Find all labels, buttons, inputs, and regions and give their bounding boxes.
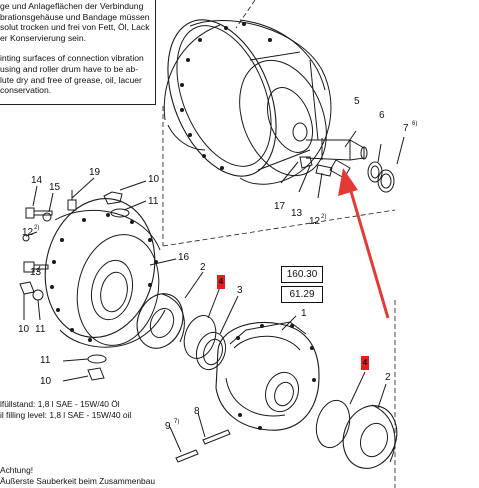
part-label-3[interactable]: 3 — [237, 285, 243, 296]
reference-box-160-30[interactable]: 160.30 — [281, 266, 323, 283]
part-label-11[interactable]: 11 — [35, 324, 46, 335]
part-label-13[interactable]: 13 — [291, 208, 303, 219]
ring-part-6 — [367, 161, 383, 183]
ring-part-3 — [195, 331, 227, 371]
warning-title: Achtung! — [0, 465, 34, 475]
housing-cover-part-1 — [215, 321, 320, 431]
part-label-2[interactable]: 2 — [385, 372, 391, 383]
ring-part-7 — [377, 169, 395, 193]
bearing-part-2-right — [342, 404, 398, 469]
flange-housing-left — [44, 198, 166, 348]
circlip-part-4-right — [315, 399, 351, 449]
part-label-9-footnote: 7) — [174, 419, 180, 425]
part-label-5[interactable]: 5 — [354, 96, 360, 107]
note-de-line: ge und Anlageflächen der Verbindung — [0, 1, 144, 11]
part-label-16[interactable]: 16 — [178, 252, 190, 263]
part-label-6[interactable]: 6 — [379, 110, 385, 121]
part-label-13[interactable]: 13 — [30, 267, 42, 278]
part-label-19[interactable]: 19 — [89, 167, 101, 178]
part-label-10[interactable]: 10 — [40, 376, 52, 387]
circlip-part-4 — [183, 315, 217, 359]
part-label-11[interactable]: 11 — [40, 355, 51, 366]
part-label-14[interactable]: 14 — [31, 175, 43, 186]
note-en-line: inting surfaces of connection vibration — [0, 53, 144, 64]
highlight-tag-4[interactable]: 4 — [361, 356, 369, 370]
part-label-11[interactable]: 11 — [148, 196, 159, 207]
note-en-line: conservation. — [0, 85, 52, 96]
part-label-12[interactable]: 12 — [309, 216, 321, 227]
part-label-12[interactable]: 12 — [22, 227, 34, 238]
warning-text: Äußerste Sauberkeit beim Zusammenbau — [0, 476, 156, 486]
part-label-7-footnote: 6) — [412, 121, 418, 127]
shaft-part-5 — [305, 138, 368, 179]
part-label-9[interactable]: 9 — [165, 421, 171, 432]
note-en-line: using and roller drum have to be ab- — [0, 63, 139, 74]
note-de-line: er Konservierung sein. — [0, 32, 86, 43]
oil-level-de: lfüllstand: 1,8 l SAE - 15W/40 Öl — [0, 399, 120, 409]
part-label-12-footnote: 2) — [34, 225, 40, 231]
assembly-note-box: ge und Anlageflächen der Verbindung brat… — [0, 0, 156, 105]
part-label-17[interactable]: 17 — [274, 201, 286, 212]
part-label-12-footnote: 2) — [321, 214, 327, 220]
part-label-7[interactable]: 7 — [403, 123, 409, 134]
reference-box-61-29[interactable]: 61.29 — [281, 286, 323, 303]
note-de-line: solut trocken und frei von Fett, Öl, Lac… — [0, 22, 150, 33]
part-label-10[interactable]: 10 — [148, 174, 160, 185]
part-label-8[interactable]: 8 — [194, 406, 200, 417]
bolt-part-9 — [175, 449, 199, 463]
part-label-15[interactable]: 15 — [49, 182, 61, 193]
red-pointer-arrow — [338, 168, 390, 319]
oil-level-en: il filling level: 1,8 l SAE - 15W/40 oil — [0, 410, 132, 420]
part-label-10[interactable]: 10 — [18, 324, 30, 335]
part-label-2[interactable]: 2 — [200, 262, 206, 273]
note-en-line: lute dry and free of grease, oil, lacuer — [0, 74, 142, 85]
pin-part-8 — [202, 429, 231, 445]
part-label-1[interactable]: 1 — [301, 308, 307, 319]
vibration-housing-top — [163, 19, 332, 185]
bearing-part-2-left — [136, 293, 185, 349]
highlight-tag-4[interactable]: 4 — [217, 275, 225, 289]
note-de-line: brationsgehäuse und Bandage müssen — [0, 11, 150, 22]
